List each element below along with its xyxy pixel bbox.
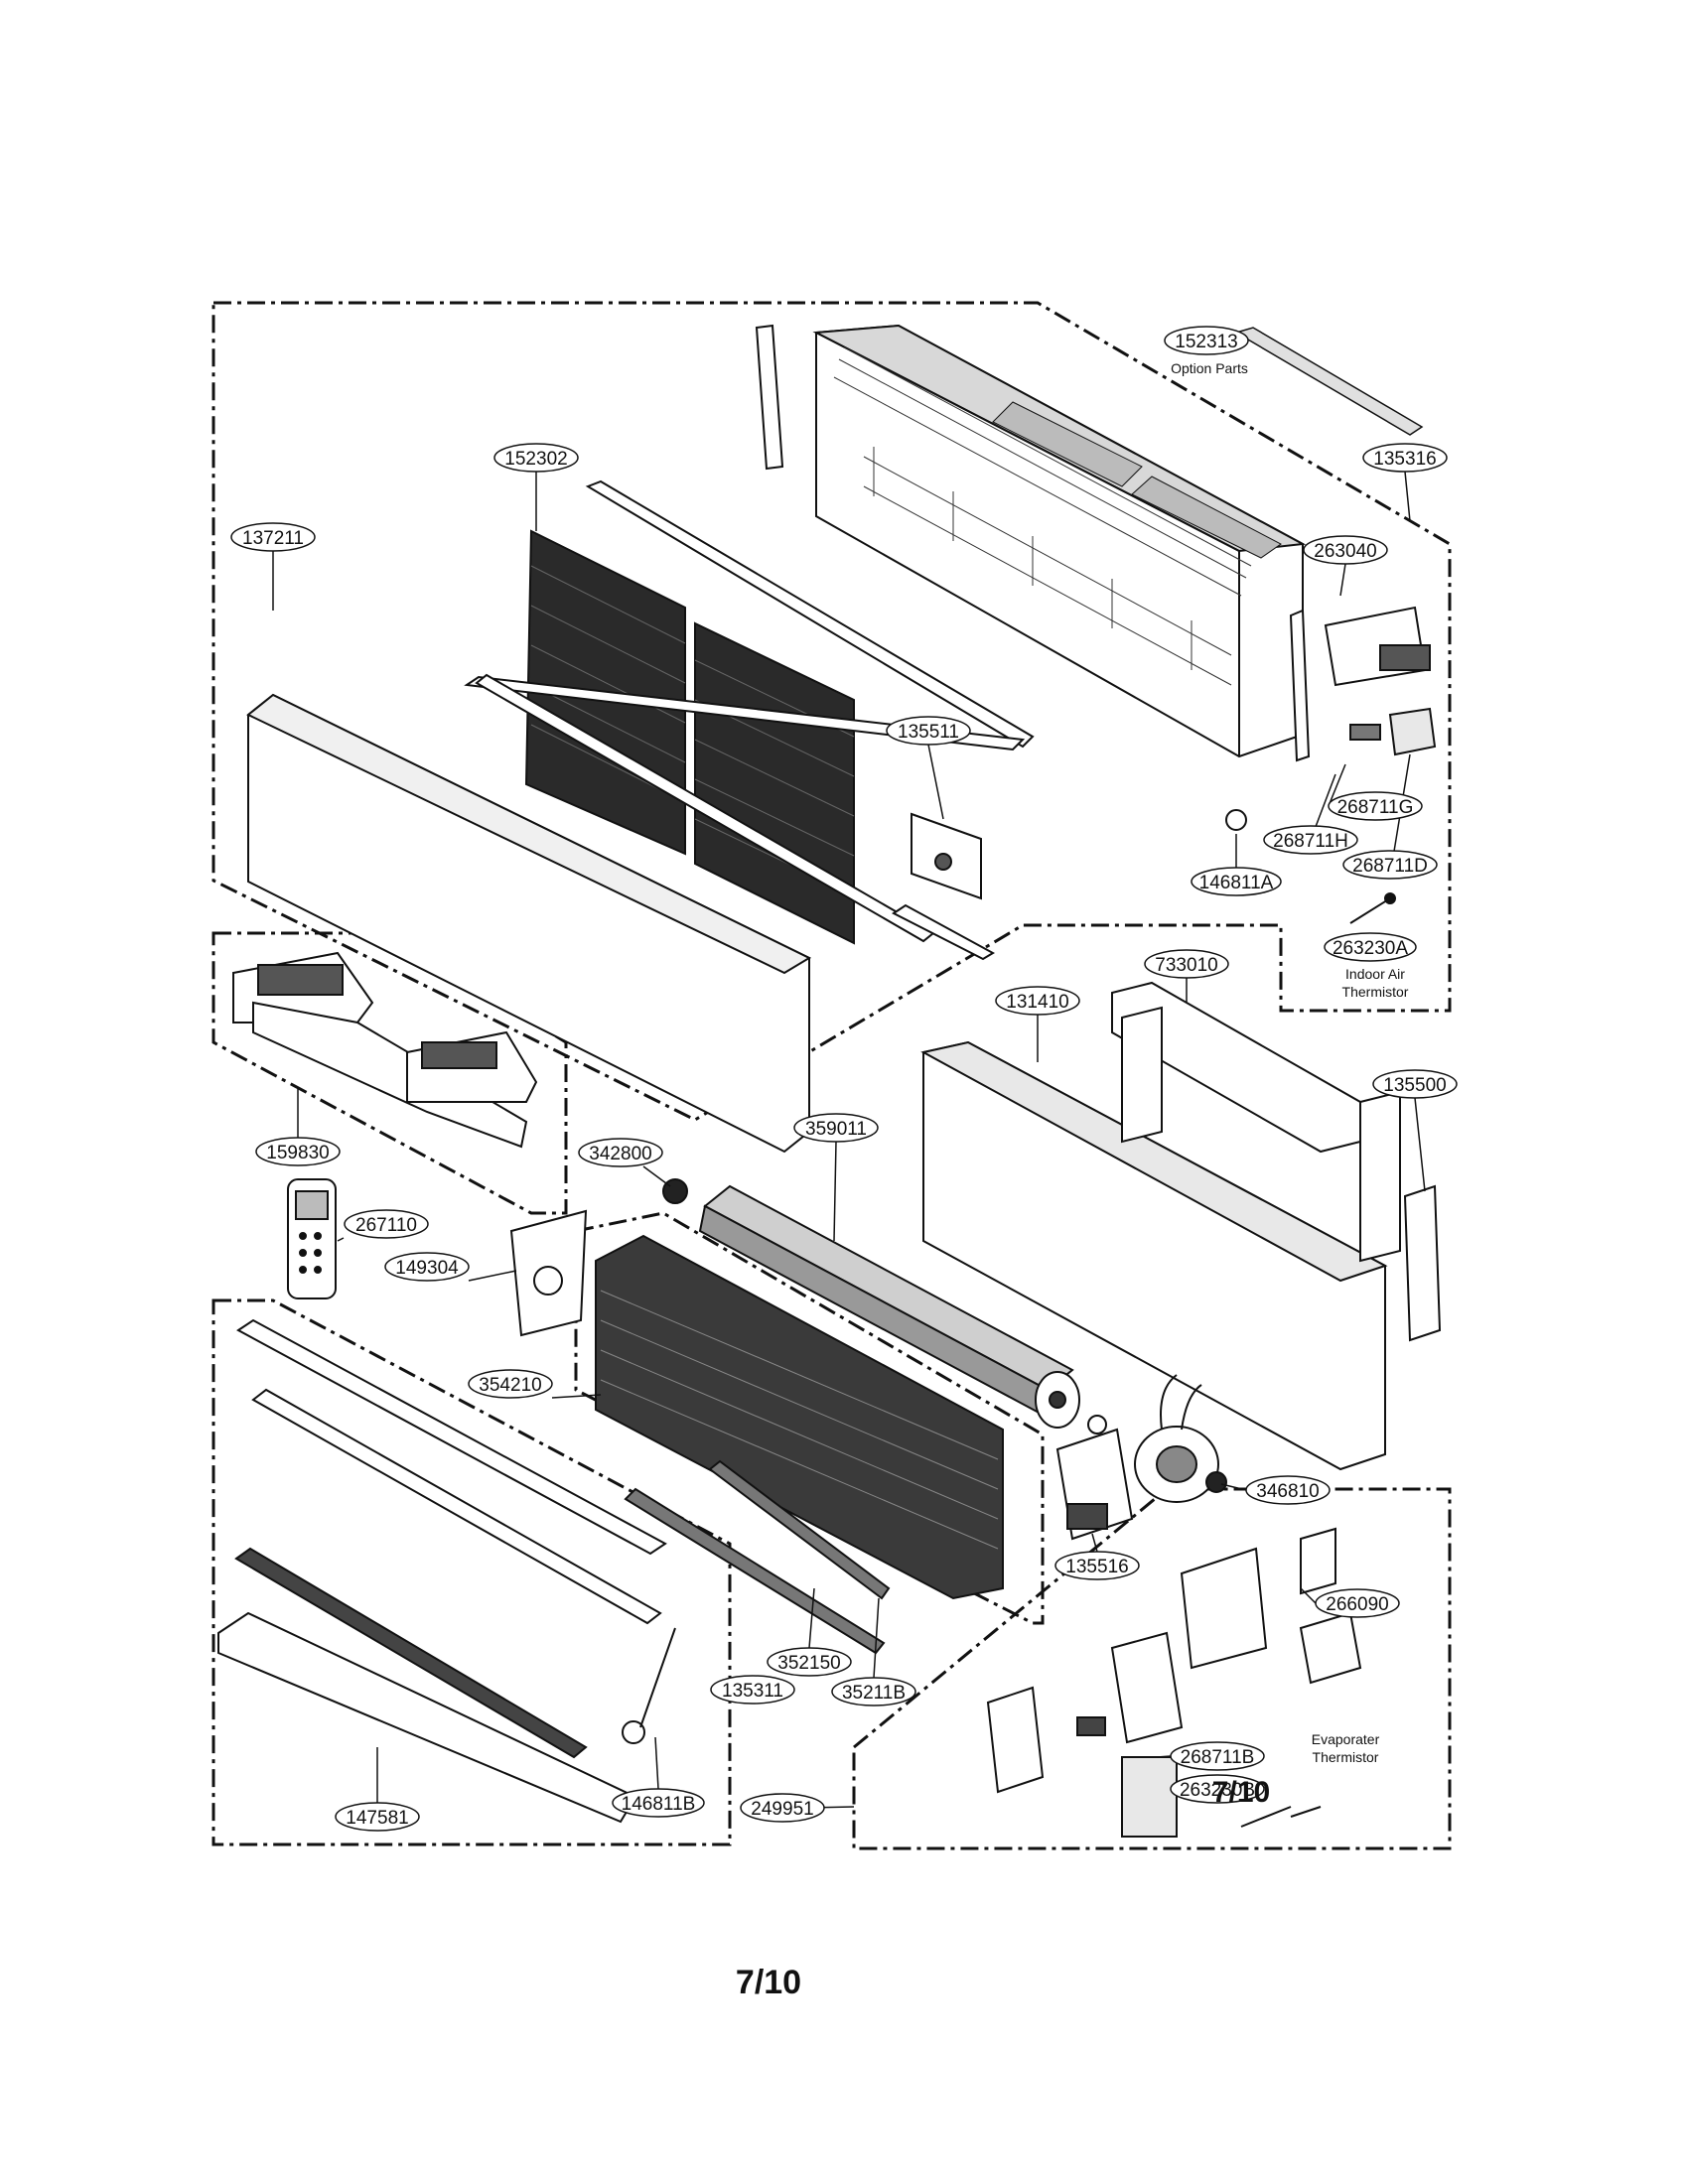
callout-147581: 147581 bbox=[335, 1802, 420, 1832]
callout-149304: 149304 bbox=[384, 1252, 470, 1282]
callout-35211b: 35211B bbox=[831, 1677, 916, 1706]
callout-135500: 135500 bbox=[1372, 1069, 1458, 1099]
callout-131410: 131410 bbox=[995, 986, 1080, 1016]
callout-152313: 152313 bbox=[1164, 326, 1249, 355]
rear-chassis bbox=[920, 1040, 1388, 1471]
evaporator-thermistor-note-line2: Thermistor bbox=[1313, 1749, 1379, 1765]
callout-359011: 359011 bbox=[793, 1113, 879, 1143]
part-number: 268711G bbox=[1337, 797, 1414, 818]
louver-assembly bbox=[232, 951, 538, 1149]
part-number: 146811B bbox=[622, 1794, 696, 1815]
callout-268711d: 268711D bbox=[1342, 850, 1438, 880]
callout-159830: 159830 bbox=[255, 1137, 341, 1166]
callout-263230b: 263230B bbox=[1170, 1774, 1265, 1804]
callout-266090: 266090 bbox=[1315, 1588, 1400, 1618]
bracket-135511 bbox=[911, 812, 982, 900]
callout-146811b: 146811B bbox=[612, 1788, 705, 1818]
part-number: 149304 bbox=[395, 1258, 459, 1279]
callout-733010: 733010 bbox=[1144, 949, 1229, 979]
evaporator-fins bbox=[600, 1290, 999, 1550]
motor-mount bbox=[1055, 1428, 1134, 1541]
option-parts-strip bbox=[1234, 327, 1424, 436]
part-number: 268711D bbox=[1352, 856, 1428, 877]
control-box-group-boundary bbox=[852, 1487, 1452, 1850]
fan-motor bbox=[1087, 1374, 1227, 1503]
part-number: 346810 bbox=[1256, 1481, 1319, 1502]
drain-hoses bbox=[624, 1459, 891, 1655]
cross-flow-fan bbox=[698, 1184, 1080, 1429]
part-number: 135500 bbox=[1383, 1075, 1446, 1096]
motor-holder bbox=[509, 1209, 588, 1337]
callout-263230a: 263230A bbox=[1324, 932, 1417, 962]
callout-263040: 263040 bbox=[1303, 535, 1388, 565]
side-brace bbox=[755, 324, 1311, 762]
front-panel-rails bbox=[464, 479, 1035, 961]
vane-assembly bbox=[217, 1318, 667, 1824]
part-number: 249951 bbox=[751, 1799, 813, 1820]
part-number: 135511 bbox=[898, 722, 959, 743]
part-number: 268711B bbox=[1181, 1747, 1255, 1768]
part-number: 263040 bbox=[1314, 541, 1376, 562]
part-number: 354210 bbox=[479, 1375, 541, 1396]
callout-352150: 352150 bbox=[767, 1647, 852, 1677]
part-number: 135516 bbox=[1065, 1557, 1128, 1577]
callout-135516: 135516 bbox=[1054, 1551, 1140, 1580]
part-number: 152313 bbox=[1175, 332, 1237, 352]
callout-135311: 135311 bbox=[710, 1675, 795, 1705]
evaporator-group-boundary bbox=[574, 1211, 1045, 1625]
front-panel bbox=[246, 693, 812, 1154]
part-number: 359011 bbox=[805, 1119, 867, 1140]
side-bracket-135500 bbox=[1403, 1184, 1442, 1342]
control-parts-top bbox=[1225, 606, 1437, 924]
part-number: 268711H bbox=[1273, 831, 1348, 852]
part-number: 159830 bbox=[266, 1143, 329, 1163]
callout-268711b: 268711B bbox=[1170, 1741, 1265, 1771]
evaporator-thermistor-note-line1: Evaporater bbox=[1312, 1731, 1380, 1747]
chassis-assembly bbox=[812, 324, 1307, 758]
part-number: 352150 bbox=[777, 1653, 840, 1674]
part-number: 137211 bbox=[242, 528, 304, 549]
leader-lines bbox=[272, 335, 1426, 1809]
vane-group-boundary bbox=[211, 1298, 732, 1846]
part-number: 146811A bbox=[1199, 873, 1274, 893]
part-number: 263230B bbox=[1180, 1780, 1255, 1801]
inner-page-number: 7/10 bbox=[1212, 1776, 1270, 1809]
control-box-assembly bbox=[986, 1527, 1362, 1838]
callout-268711h: 268711H bbox=[1263, 825, 1358, 855]
part-number: 733010 bbox=[1155, 955, 1217, 976]
callout-137211: 137211 bbox=[230, 522, 316, 552]
callout-346810: 346810 bbox=[1245, 1475, 1331, 1505]
callout-249951: 249951 bbox=[740, 1793, 825, 1823]
diagram-notes: Option Parts Indoor Air Thermistor Evapo… bbox=[1171, 360, 1409, 1765]
callout-267110: 267110 bbox=[344, 1209, 429, 1239]
callout-146811a: 146811A bbox=[1191, 867, 1282, 896]
part-number: 152302 bbox=[504, 449, 567, 470]
indoor-air-thermistor-note-line1: Indoor Air bbox=[1345, 966, 1405, 982]
part-number: 135311 bbox=[722, 1681, 783, 1702]
option-parts-note: Option Parts bbox=[1171, 360, 1248, 376]
footer-page-number: 7/10 bbox=[736, 1964, 801, 2001]
chassis-grille-pattern bbox=[833, 346, 1252, 686]
installation-plate bbox=[1111, 981, 1401, 1263]
callout-268711g: 268711G bbox=[1328, 791, 1423, 821]
callout-152302: 152302 bbox=[493, 443, 579, 473]
part-number: 267110 bbox=[355, 1215, 417, 1236]
part-number: 147581 bbox=[346, 1808, 408, 1829]
indoor-air-thermistor-note-line2: Thermistor bbox=[1342, 984, 1409, 1000]
callout-354210: 354210 bbox=[468, 1369, 553, 1399]
callout-135316: 135316 bbox=[1362, 443, 1448, 473]
part-callouts: 152313 135316 152302 137211 263040 13551… bbox=[230, 326, 1458, 1832]
part-number: 131410 bbox=[1006, 992, 1068, 1013]
callout-342800: 342800 bbox=[578, 1138, 663, 1167]
part-number: 135316 bbox=[1373, 449, 1436, 470]
top-group-boundary bbox=[211, 301, 1452, 1122]
remote-control bbox=[287, 1178, 337, 1299]
part-number: 263230A bbox=[1333, 938, 1408, 959]
callout-135511: 135511 bbox=[886, 716, 971, 746]
part-number: 342800 bbox=[589, 1144, 651, 1164]
part-number: 35211B bbox=[842, 1683, 906, 1704]
part-number: 266090 bbox=[1326, 1594, 1388, 1615]
motor-146811b bbox=[622, 1627, 676, 1744]
